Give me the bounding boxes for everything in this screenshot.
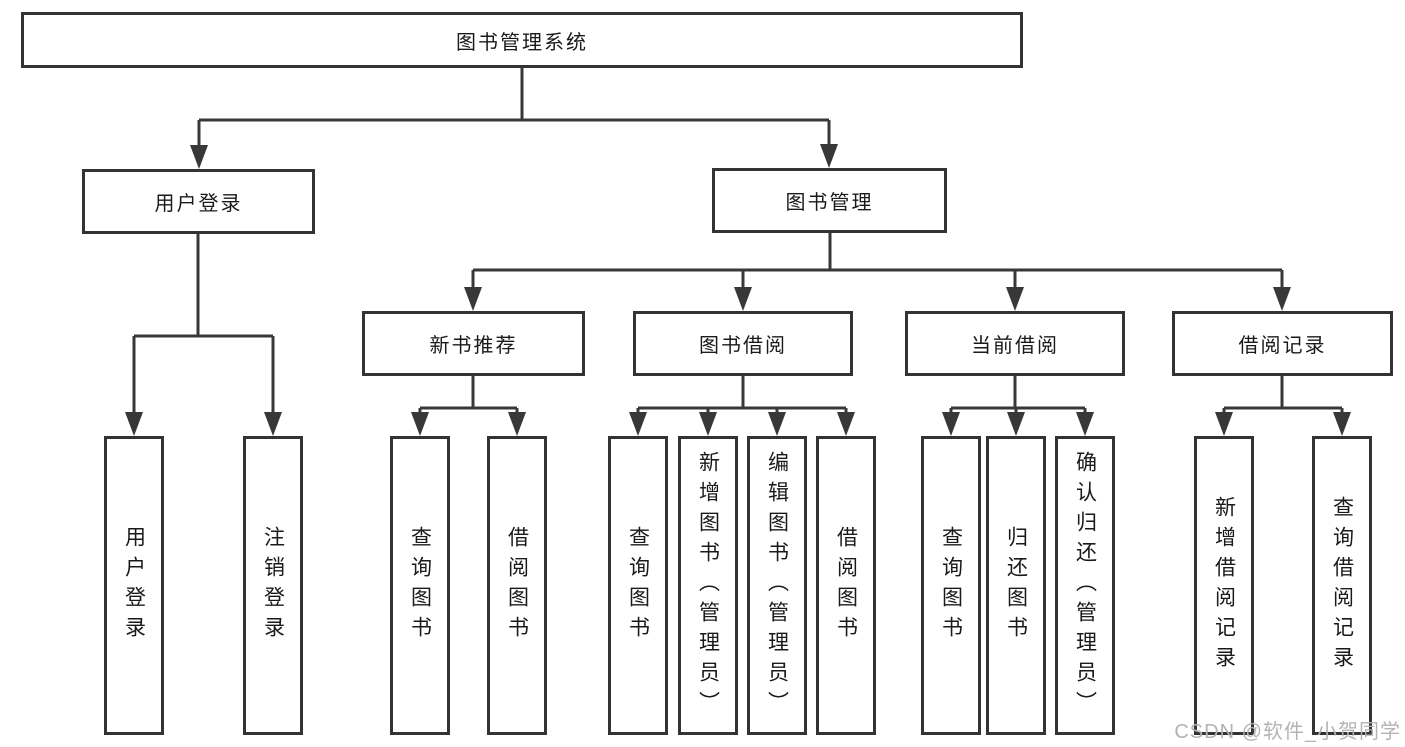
leaf-query-book-current: 查询图书 xyxy=(921,436,981,735)
leaf-query-book-rec: 查询图书 xyxy=(390,436,450,735)
node-book-borrow-label: 图书借阅 xyxy=(699,335,787,357)
node-book-mgmt-label: 图书管理 xyxy=(785,192,874,214)
leaf-confirm-return-admin: 确认归还（管理员） xyxy=(1055,436,1115,735)
leaf-confirm-return-admin-label: 确认归还（管理员） xyxy=(1073,450,1097,721)
leaf-query-book-borrow-label: 查询图书 xyxy=(626,525,650,646)
leaf-borrow-book: 借阅图书 xyxy=(816,436,876,735)
leaf-edit-book-admin-label: 编辑图书（管理员） xyxy=(765,450,789,721)
leaf-query-borrow-record: 查询借阅记录 xyxy=(1312,436,1372,735)
leaf-return-book-label: 归还图书 xyxy=(1004,525,1028,646)
connector-arrowheads xyxy=(125,144,1351,436)
node-new-book-rec: 新书推荐 xyxy=(362,311,585,376)
leaf-query-book-current-label: 查询图书 xyxy=(939,525,963,646)
node-user-login: 用户登录 xyxy=(82,169,315,234)
leaf-query-borrow-record-label: 查询借阅记录 xyxy=(1330,495,1354,676)
leaf-query-book-rec-label: 查询图书 xyxy=(408,525,432,646)
leaf-logout: 注销登录 xyxy=(243,436,303,735)
leaf-borrow-book-rec: 借阅图书 xyxy=(487,436,547,735)
leaf-add-book-admin-label: 新增图书（管理员） xyxy=(696,450,720,721)
leaf-add-borrow-record-label: 新增借阅记录 xyxy=(1212,495,1236,676)
node-root: 图书管理系统 xyxy=(21,12,1023,68)
leaf-user-login-label: 用户登录 xyxy=(122,525,146,646)
node-user-login-label: 用户登录 xyxy=(154,193,243,215)
leaf-add-borrow-record: 新增借阅记录 xyxy=(1194,436,1254,735)
node-borrow-records: 借阅记录 xyxy=(1172,311,1393,376)
leaf-borrow-book-label: 借阅图书 xyxy=(834,525,858,646)
node-new-book-rec-label: 新书推荐 xyxy=(429,335,518,357)
leaf-logout-label: 注销登录 xyxy=(261,525,285,646)
leaf-user-login: 用户登录 xyxy=(104,436,164,735)
leaf-return-book: 归还图书 xyxy=(986,436,1046,735)
leaf-edit-book-admin: 编辑图书（管理员） xyxy=(747,436,807,735)
node-book-mgmt: 图书管理 xyxy=(712,168,947,233)
node-borrow-records-label: 借阅记录 xyxy=(1238,335,1327,357)
node-book-borrow: 图书借阅 xyxy=(633,311,853,376)
node-current-borrow-label: 当前借阅 xyxy=(971,335,1059,357)
leaf-add-book-admin: 新增图书（管理员） xyxy=(678,436,738,735)
leaf-borrow-book-rec-label: 借阅图书 xyxy=(505,525,529,646)
watermark: CSDN @软件_小贺同学 xyxy=(1174,721,1401,743)
leaf-query-book-borrow: 查询图书 xyxy=(608,436,668,735)
node-root-label: 图书管理系统 xyxy=(456,31,588,54)
node-current-borrow: 当前借阅 xyxy=(905,311,1125,376)
